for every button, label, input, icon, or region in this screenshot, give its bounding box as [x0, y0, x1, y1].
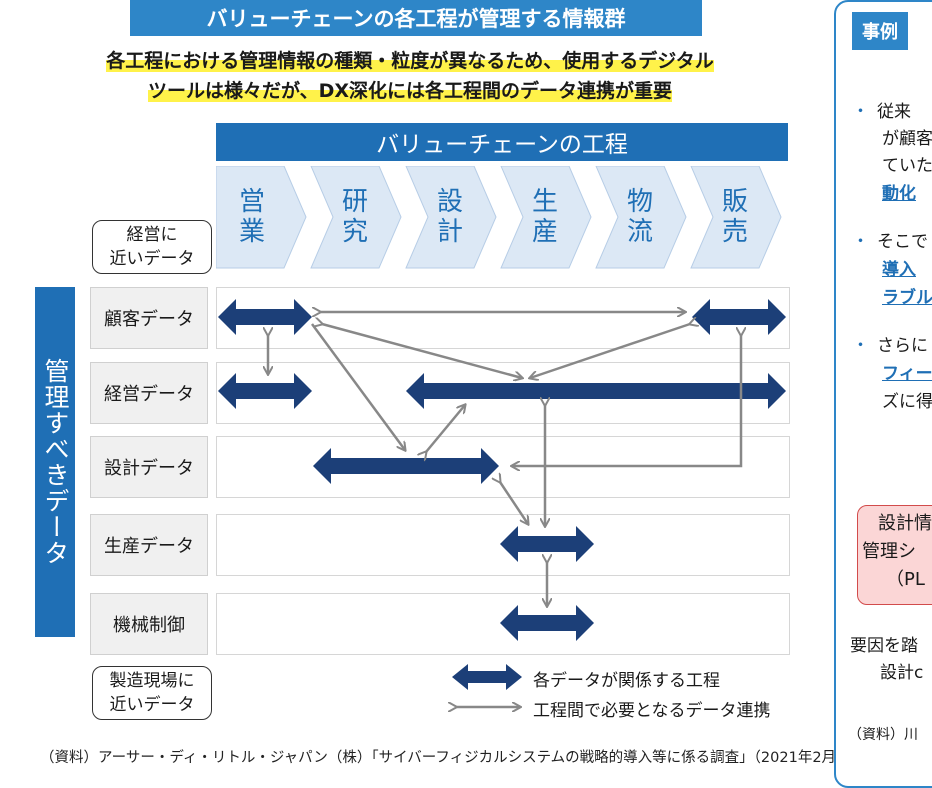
- case-bottom-line2: 設計c: [880, 663, 924, 683]
- row-label-machine: 機械制御: [90, 593, 208, 655]
- near-factory-line1: 製造現場に: [109, 671, 195, 691]
- case-line-6: ラブル: [882, 285, 932, 312]
- case-line-text: が顧客: [882, 129, 932, 149]
- relation-arrow-management-wide: [406, 373, 786, 409]
- process-label-retail-top: 販: [722, 187, 748, 217]
- plm-line3: （PL: [886, 569, 925, 590]
- near-management-line2: 近いデータ: [109, 249, 195, 269]
- case-bottom-line1: 要因を踏: [850, 636, 918, 656]
- page-title: バリューチェーンの各工程が管理する情報群: [130, 0, 702, 36]
- legend-linkage-label: 工程間で必要となるデータ連携: [533, 701, 771, 721]
- process-label-logistics-bottom: 流: [627, 217, 653, 247]
- near-management-label: 経営に 近いデータ: [92, 220, 212, 274]
- process-chevron-research: [310, 166, 402, 269]
- subtitle-line1: 各工程における管理情報の種類・粒度が異なるため、使用するデジタル: [106, 50, 714, 72]
- process-label-research-bottom: 究: [342, 217, 368, 247]
- case-line-5: 導入: [882, 257, 916, 284]
- case-line-0: ・従来: [852, 99, 911, 126]
- linkage-retail-to-design: [512, 335, 741, 466]
- case-line-1: が顧客: [882, 126, 932, 153]
- relation-arrow-customer-sales: [218, 299, 312, 335]
- legend-related-label: 各データが関係する工程: [533, 671, 720, 691]
- case-line-2: ていた: [882, 153, 932, 180]
- case-line-8: フィー: [882, 361, 932, 388]
- process-label-retail-bottom: 売: [722, 217, 748, 247]
- case-line-text: 従来: [877, 102, 911, 122]
- value-chain-header: バリューチェーンの工程: [216, 123, 788, 161]
- case-line-text: ズに得: [882, 392, 932, 412]
- case-panel: [834, 0, 932, 788]
- linkage-customer-to-management-mid: [322, 324, 522, 378]
- case-line-text: 導入: [882, 260, 916, 280]
- process-chevrons: 営業 研究 設計 生産 物流 販売: [216, 166, 782, 269]
- subtitle-line2: ツールは様々だが、DX深化には各工程間のデータ連携が重要: [147, 80, 673, 102]
- linkage-design-production: [500, 482, 528, 524]
- case-line-text: フィー: [882, 364, 932, 384]
- row-label-design: 設計データ: [90, 436, 208, 498]
- process-label-production-top: 生: [532, 187, 558, 217]
- bullet-icon: ・: [852, 232, 869, 252]
- bullet-icon: ・: [852, 336, 869, 356]
- legend-navy-arrow: [452, 664, 522, 690]
- case-line-text: 動化: [882, 184, 916, 204]
- process-label-sales-bottom: 業: [239, 217, 265, 247]
- process-label-design-top: 設: [437, 187, 463, 217]
- process-chevron-sales: [216, 166, 307, 269]
- case-line-7: ・さらに: [852, 333, 928, 360]
- bullet-icon: ・: [852, 102, 869, 122]
- near-factory-label: 製造現場に 近いデータ: [92, 666, 212, 720]
- linkage-management-design: [426, 405, 465, 452]
- process-label-production-bottom: 産: [532, 217, 558, 247]
- case-line-text: ラブル: [882, 288, 932, 308]
- process-chevron-logistics: [595, 166, 687, 269]
- process-chevron-production: [500, 166, 592, 269]
- near-factory-line2: 近いデータ: [109, 695, 195, 715]
- case-source: （資料）川: [848, 727, 918, 743]
- case-tag: 事例: [852, 12, 908, 50]
- plm-line2: 管理シ: [862, 541, 916, 562]
- source-note: （資料）アーサー・ディ・リトル・ジャパン（株）「サイバーフィジカルシステムの戦略…: [40, 750, 851, 766]
- relation-arrow-customer-retail: [692, 299, 786, 335]
- plm-box: 設計情 管理シ （PL: [857, 505, 932, 605]
- relation-arrow-production: [500, 526, 594, 562]
- linkage-customer-to-design: [310, 323, 405, 450]
- case-line-9: ズに得: [882, 389, 932, 416]
- relation-arrow-management-sales: [218, 373, 312, 409]
- case-line-3: 動化: [882, 181, 916, 208]
- linkage-retail-to-management-mid: [530, 324, 690, 378]
- row-label-management: 経営データ: [90, 362, 208, 424]
- process-label-research-top: 研: [342, 187, 368, 217]
- row-label-customer: 顧客データ: [90, 287, 208, 349]
- process-label-design-bottom: 計: [437, 217, 463, 247]
- relation-arrow-machine: [500, 605, 594, 641]
- process-chevron-retail: [690, 166, 782, 269]
- case-line-text: さらに: [877, 336, 928, 356]
- case-line-text: そこで: [877, 232, 928, 252]
- process-chevron-design: [405, 166, 497, 269]
- process-label-logistics-top: 物: [627, 187, 653, 217]
- near-management-line1: 経営に: [126, 225, 178, 245]
- plm-line1: 設計情: [878, 513, 932, 534]
- subtitle: 各工程における管理情報の種類・粒度が異なるため、使用するデジタル ツールは様々だ…: [20, 46, 800, 106]
- managed-data-label: 管理すべきデータ: [35, 287, 75, 637]
- case-line-4: ・そこで: [852, 229, 928, 256]
- row-label-production: 生産データ: [90, 514, 208, 576]
- process-label-sales-top: 営: [239, 187, 265, 217]
- case-line-text: ていた: [882, 156, 932, 176]
- relation-arrow-design: [313, 448, 499, 484]
